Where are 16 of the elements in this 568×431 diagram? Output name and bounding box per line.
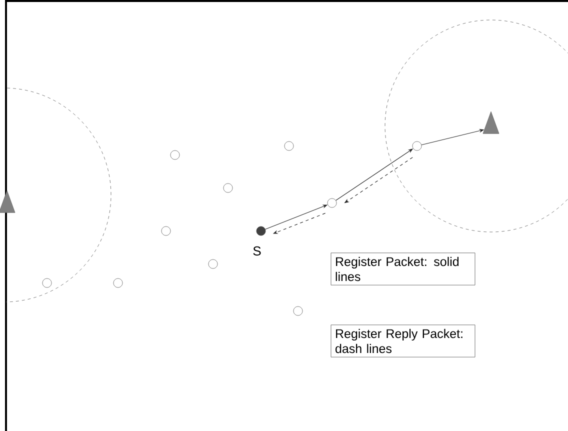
node-circle: [327, 198, 337, 208]
base-station-triangle: [0, 190, 16, 213]
text-box: Register Reply Packet: dash lines: [330, 324, 476, 358]
node-circle: [170, 150, 180, 160]
node-circle: [42, 278, 52, 288]
base-station-triangle: [482, 111, 500, 134]
node-circle: [223, 183, 233, 193]
node-circle: [293, 306, 303, 316]
node-circle: [113, 278, 123, 288]
node-label: S: [253, 246, 261, 256]
source-node: [256, 226, 266, 236]
node-circle: [208, 259, 218, 269]
node-circle: [161, 226, 171, 236]
node-circle: [284, 141, 294, 151]
node-circle: [412, 141, 422, 151]
text-box: Register Packet: solid lines: [330, 252, 476, 286]
